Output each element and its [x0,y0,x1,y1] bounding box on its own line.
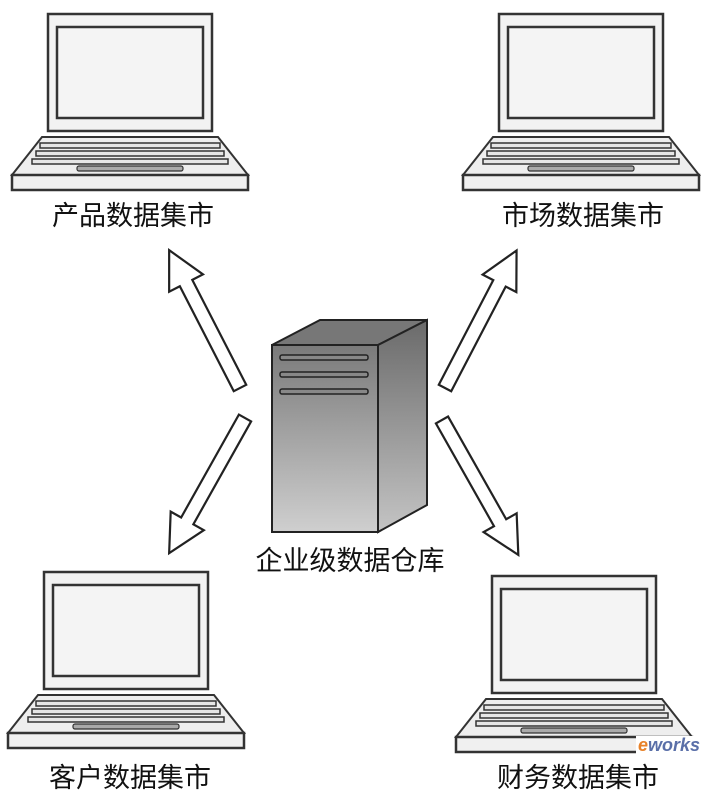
laptop-icon-product [10,12,250,192]
market-mart-label: 市场数据集市 [502,201,664,232]
arrow-to-market-mart [427,240,535,398]
arrow-to-product-mart [151,240,258,398]
laptop-icon-market [461,12,701,192]
laptop-icon-finance [454,574,694,754]
product-mart-label: 产品数据集市 [52,201,214,232]
laptop-icon-customer [6,570,246,750]
server-tower-icon [271,318,428,534]
watermark-prefix: e [637,735,648,755]
arrow-to-customer-mart [151,407,263,564]
finance-mart-label: 财务数据集市 [497,763,659,794]
watermark-logo: eworks [635,735,702,756]
customer-mart-label: 客户数据集市 [49,763,211,794]
arrow-to-finance-mart [424,409,536,566]
watermark-text: works [647,735,700,755]
warehouse-label: 企业级数据仓库 [255,546,445,577]
